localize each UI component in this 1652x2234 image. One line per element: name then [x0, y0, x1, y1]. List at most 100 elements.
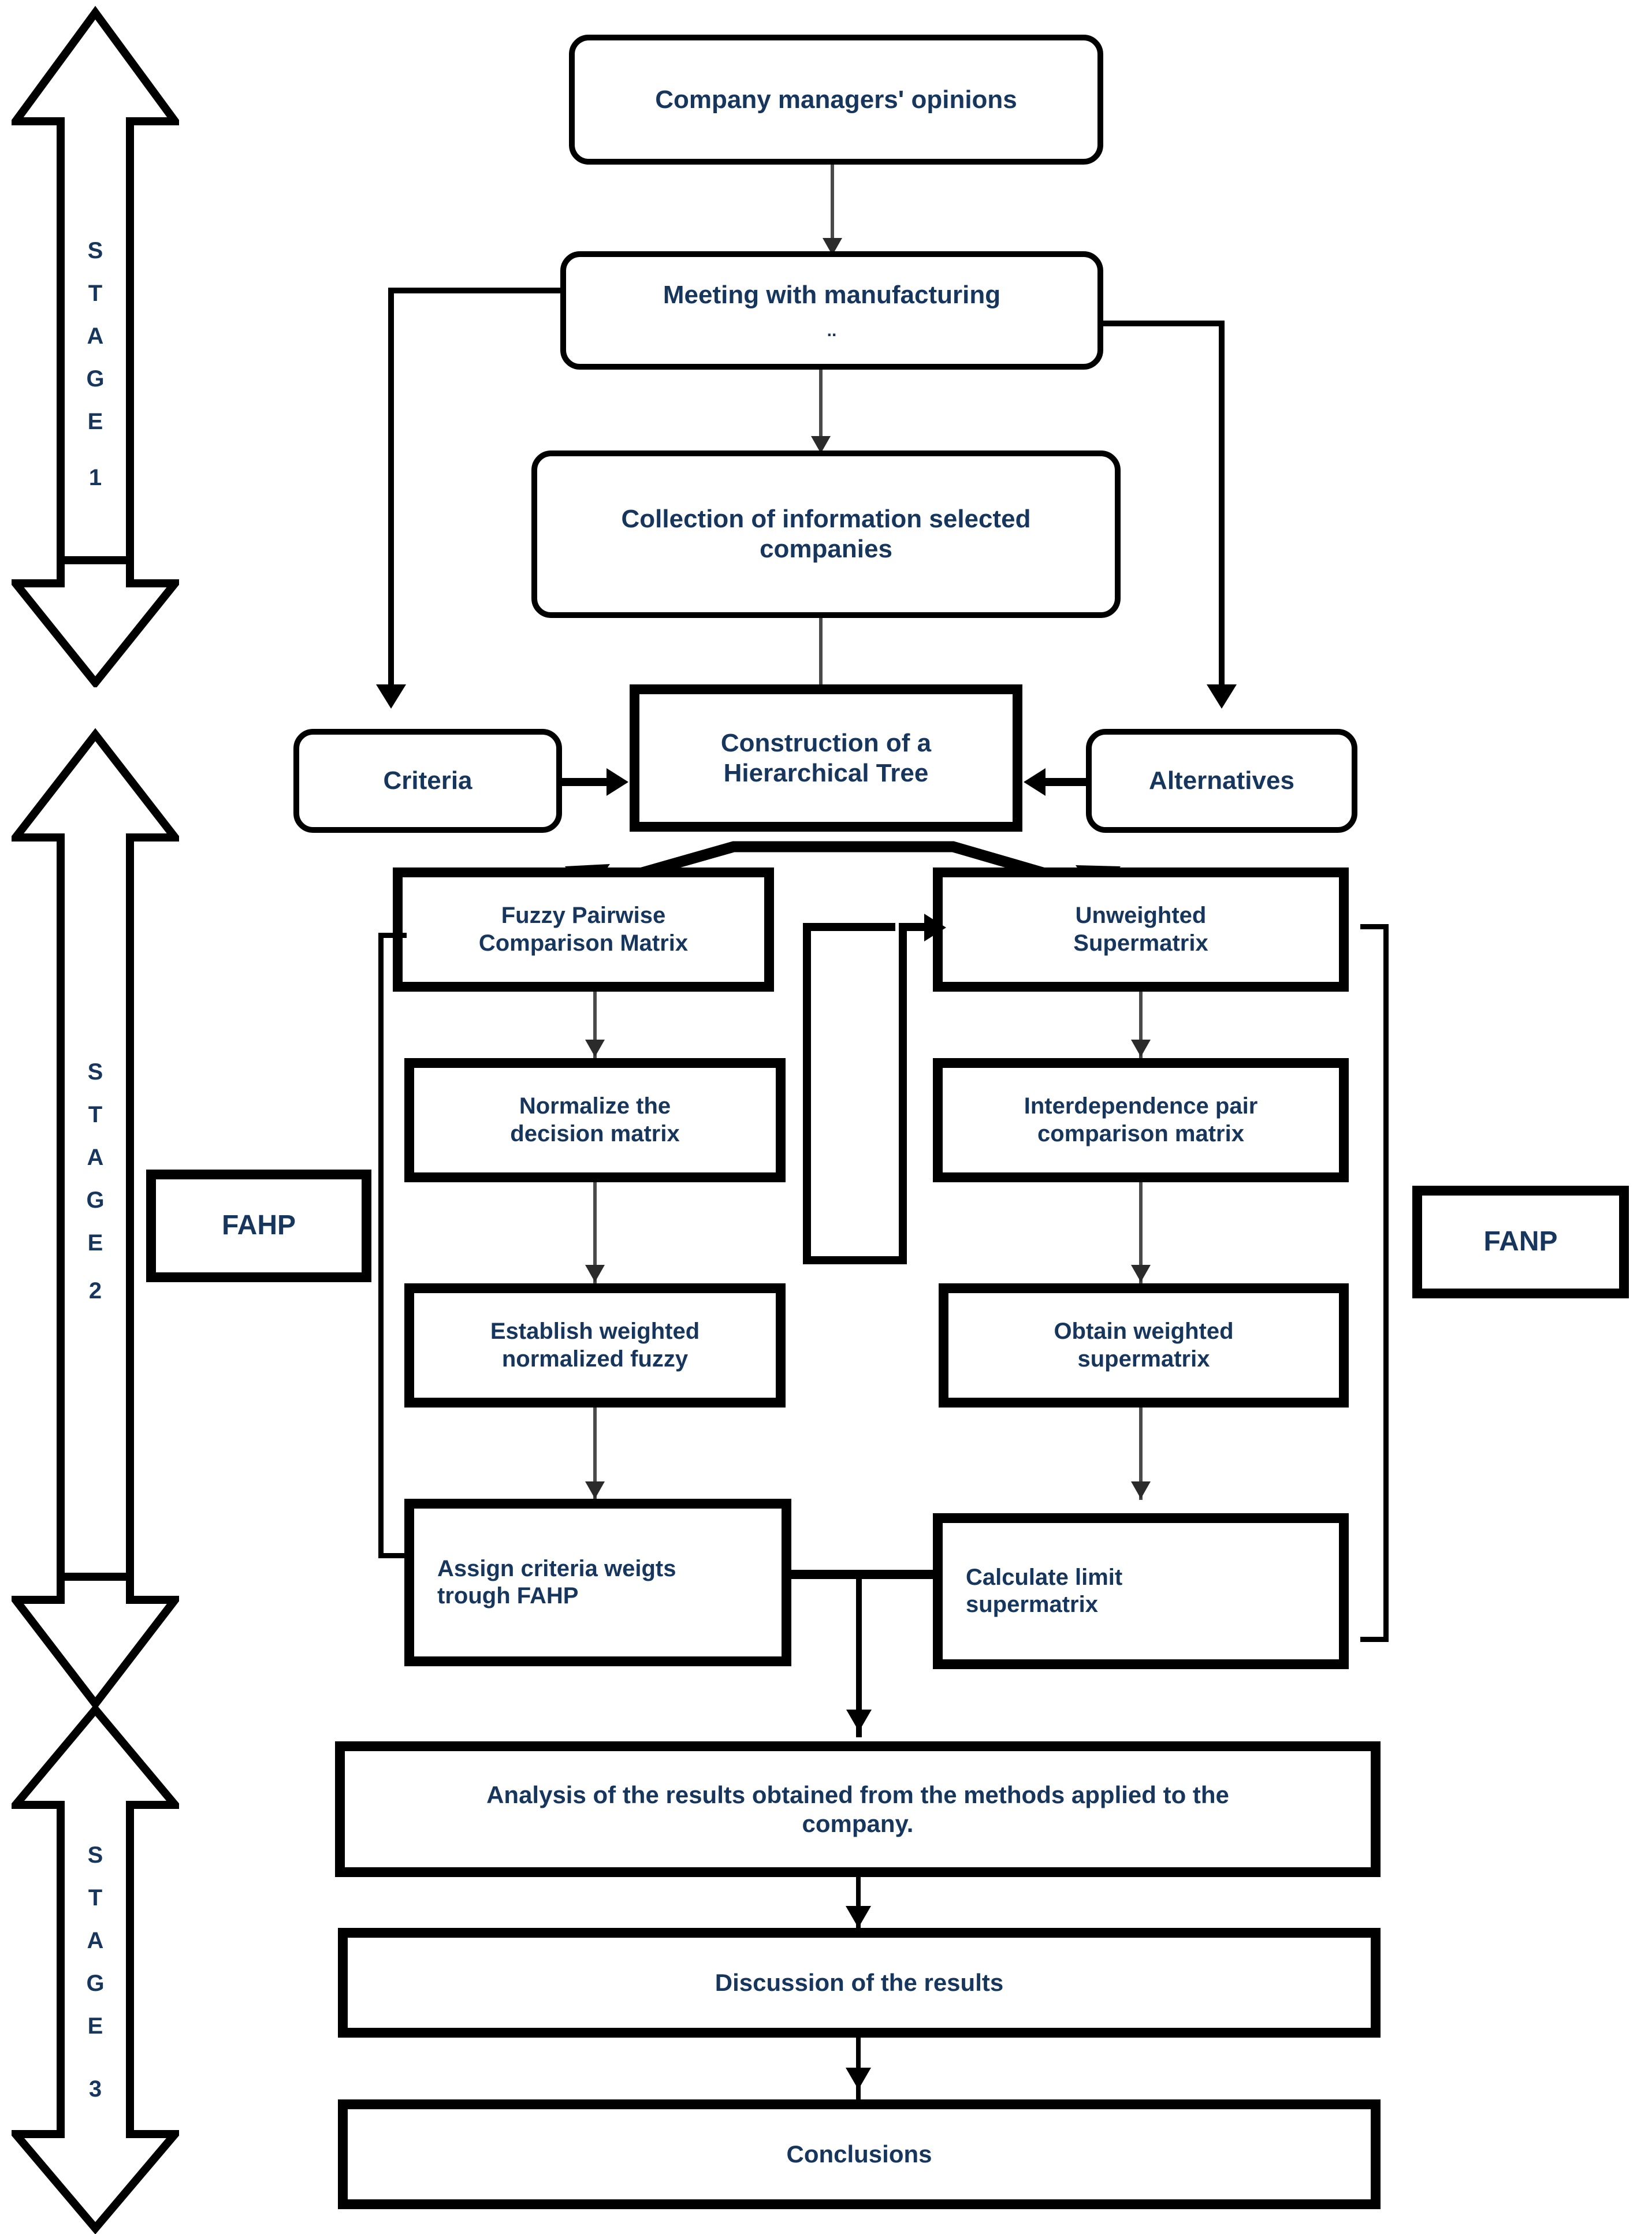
stage-number: 1: [88, 464, 102, 490]
connector-alternatives-to-tree: [1045, 778, 1089, 786]
stage-2-label: S T A G E 2: [86, 1051, 104, 1312]
node-label: FANP: [1483, 1226, 1558, 1257]
fanp-bracket: [1360, 924, 1389, 1642]
node-label: Establish weighted normalized fuzzy: [490, 1319, 700, 1372]
connector-meeting-to-alternatives-h: [1097, 321, 1225, 326]
stage-letter: E: [87, 1230, 103, 1256]
connector-managers-to-meeting: [831, 165, 834, 247]
arrowhead-down: [1131, 1481, 1151, 1499]
node-criteria[interactable]: Criteria: [293, 729, 562, 833]
arrowhead-right: [924, 914, 946, 941]
arrowhead-down: [1131, 1265, 1151, 1282]
arrowhead-down: [585, 1040, 605, 1057]
stage-arrow-1: S T A G E 1: [12, 6, 179, 687]
merge-v-to-analysis: [856, 1570, 862, 1737]
arrowhead-down: [376, 684, 406, 709]
node-establish-weighted-normalized-fuzzy[interactable]: Establish weighted normalized fuzzy: [404, 1283, 786, 1408]
node-obtain-weighted-supermatrix[interactable]: Obtain weighted supermatrix: [939, 1283, 1349, 1408]
arrowhead-left: [1024, 768, 1045, 796]
node-label: Normalize the decision matrix: [510, 1093, 680, 1146]
connector-meeting-to-criteria-v: [388, 288, 394, 692]
node-label: Analysis of the results obtained from th…: [486, 1781, 1229, 1837]
node-label: FAHP: [221, 1210, 296, 1241]
stage-letter: A: [87, 323, 104, 349]
stage-letter: G: [86, 366, 105, 392]
stage-number: 2: [88, 1278, 102, 1304]
node-discussion-of-results[interactable]: Discussion of the results: [338, 1928, 1381, 2038]
node-fuzzy-pairwise-comparison-matrix[interactable]: Fuzzy Pairwise Comparison Matrix: [393, 867, 774, 992]
connector-analysis-to-discussion: [856, 1877, 861, 1929]
connector-collection-to-tree: [819, 618, 823, 702]
stage-letter: S: [87, 237, 103, 263]
arrowhead-down: [1207, 684, 1237, 709]
stage-number: 3: [88, 2076, 102, 2102]
node-label: Collection of information selected compa…: [621, 505, 1031, 563]
label-fanp[interactable]: FANP: [1412, 1186, 1629, 1298]
node-conclusions[interactable]: Conclusions: [338, 2099, 1381, 2209]
node-unweighted-supermatrix[interactable]: Unweighted Supermatrix: [933, 867, 1349, 992]
arrowhead-right: [607, 768, 628, 796]
arrowhead-down: [846, 1906, 871, 1928]
node-assign-criteria-weights-fahp[interactable]: Assign criteria weigts trough FAHP: [404, 1499, 791, 1666]
node-calculate-limit-supermatrix[interactable]: Calculate limit supermatrix: [933, 1513, 1349, 1669]
stage-letter: G: [86, 1187, 105, 1213]
node-collection-of-information[interactable]: Collection of information selected compa…: [531, 450, 1121, 618]
connector-meeting-to-collection: [819, 370, 823, 445]
node-company-managers-opinions[interactable]: Company managers' opinions: [569, 35, 1103, 165]
stage-letter: A: [87, 1927, 104, 1953]
node-label: Discussion of the results: [715, 1969, 1004, 1997]
stage-3-label: S T A G E 3: [86, 1834, 104, 2110]
node-label: Assign criteria weigts trough FAHP: [437, 1555, 676, 1609]
feedback-top-h: [803, 923, 895, 931]
node-label: Unweighted Supermatrix: [1073, 903, 1208, 956]
feedback-bottom-h: [803, 1256, 907, 1264]
node-label: Criteria: [383, 766, 472, 795]
connector-criteria-to-tree: [562, 778, 608, 786]
node-label: Obtain weighted supermatrix: [1054, 1319, 1234, 1372]
stage-letter: A: [87, 1144, 104, 1170]
connector-obtain-to-calculate: [1139, 1408, 1143, 1500]
arrowhead-down: [846, 1710, 872, 1732]
stage-letter: E: [87, 408, 103, 434]
fahp-bracket: [378, 933, 407, 1558]
arrowhead-down: [1131, 1040, 1151, 1057]
node-label: Interdependence pair comparison matrix: [1024, 1093, 1258, 1146]
node-label: Company managers' opinions: [655, 85, 1017, 114]
node-label: Fuzzy Pairwise Comparison Matrix: [478, 903, 689, 956]
node-normalize-decision-matrix[interactable]: Normalize the decision matrix: [404, 1058, 786, 1182]
connector-establish-to-assign: [593, 1408, 597, 1500]
stage-letter: T: [88, 280, 103, 306]
stage-letter: T: [88, 1101, 103, 1127]
label-fahp[interactable]: FAHP: [146, 1170, 371, 1282]
connector-unweighted-to-interdependence: [1139, 992, 1143, 1058]
stage-letter: S: [87, 1059, 103, 1085]
node-interdependence-pair-comparison-matrix[interactable]: Interdependence pair comparison matrix: [933, 1058, 1349, 1182]
stage-arrow-3: S T A G E 3: [12, 1704, 179, 2234]
feedback-down-v: [803, 923, 811, 1264]
stage-letter: T: [88, 1885, 103, 1911]
stage-letter: S: [87, 1842, 103, 1868]
stage-arrow-2: S T A G E 2: [12, 728, 179, 1710]
arrowhead-down: [585, 1481, 605, 1499]
stage-letter: E: [87, 2013, 103, 2039]
arrowhead-down: [846, 2068, 871, 2090]
node-label: Construction of a Hierarchical Tree: [720, 728, 932, 787]
arrowhead-down: [585, 1265, 605, 1282]
connector-meeting-to-criteria-h: [388, 288, 561, 293]
node-label-clipped: ..: [827, 321, 837, 340]
connector-meeting-to-alternatives-v: [1219, 321, 1225, 693]
node-construction-hierarchical-tree[interactable]: Construction of a Hierarchical Tree: [630, 684, 1022, 832]
connector-normalize-to-establish: [593, 1182, 597, 1283]
connector-interdependence-to-obtain: [1139, 1182, 1143, 1283]
node-label: Calculate limit supermatrix: [966, 1564, 1123, 1617]
node-label: Conclusions: [786, 2140, 932, 2168]
connector-fuzzy-to-normalize: [593, 992, 597, 1058]
node-alternatives[interactable]: Alternatives: [1086, 729, 1357, 833]
node-meeting-with-manufacturing[interactable]: Meeting with manufacturing ..: [560, 251, 1103, 370]
stage-letter: G: [86, 1970, 105, 1996]
node-analysis-of-results[interactable]: Analysis of the results obtained from th…: [335, 1741, 1381, 1877]
stage-1-label: S T A G E 1: [86, 229, 104, 499]
node-label: Meeting with manufacturing: [663, 280, 1001, 309]
node-label: Alternatives: [1149, 766, 1294, 795]
